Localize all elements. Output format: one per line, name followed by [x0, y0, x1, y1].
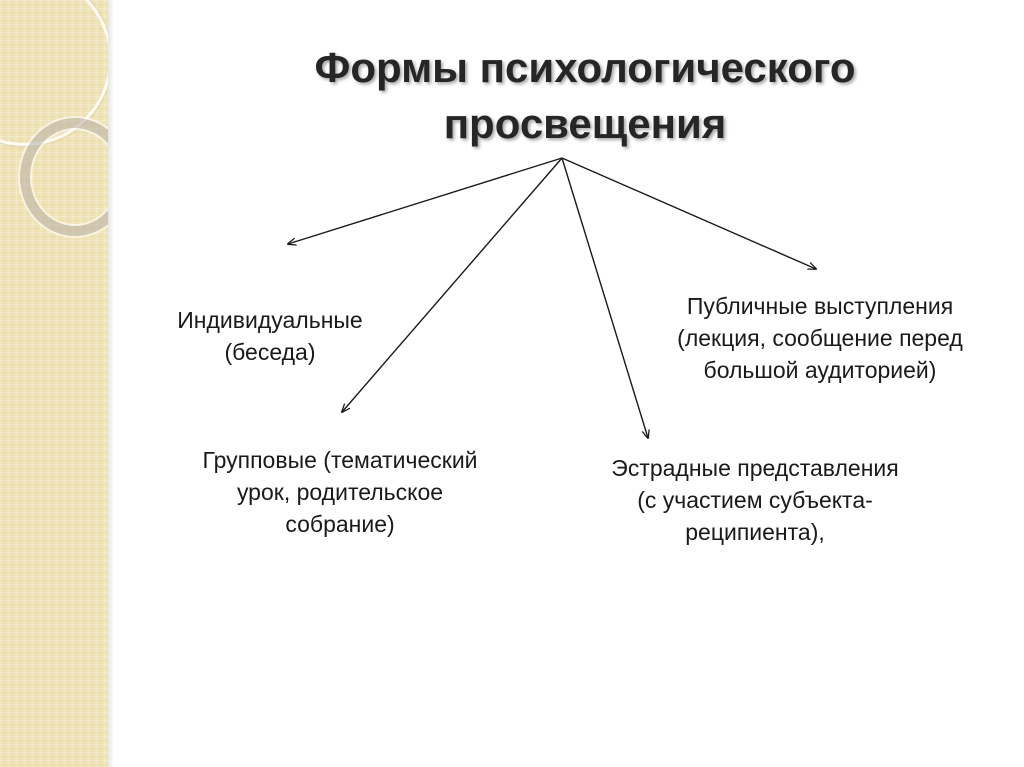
node-group-line-3: собрание) [285, 511, 395, 537]
decorative-ring-small [20, 118, 108, 236]
arrow-to-individual [288, 157, 563, 244]
node-estrada-line-1: Эстрадные представления [611, 455, 899, 481]
arrow-to-group [342, 157, 563, 412]
node-estrada: Эстрадные представления (с участием субъ… [575, 452, 935, 548]
slide-title-line-2: просвещения [443, 100, 727, 147]
node-group-line-2: урок, родительское [236, 479, 444, 505]
node-individual-line-2: (беседа) [224, 339, 316, 365]
node-individual-line-1: Индивидуальные [177, 307, 363, 333]
node-public: Публичные выступления (лекция, сообщение… [620, 290, 1020, 386]
node-estrada-line-3: реципиента), [685, 519, 825, 545]
node-estrada-line-2: (с участием субъекта- [637, 487, 873, 513]
arrow-to-public [561, 157, 816, 269]
slide-title-line-1: Формы психологического [314, 44, 856, 91]
node-public-line-1: Публичные выступления [686, 293, 954, 319]
node-group-line-1: Групповые (тематический [202, 447, 478, 473]
node-group: Групповые (тематический урок, родительск… [150, 444, 530, 540]
node-individual: Индивидуальные (беседа) [140, 304, 400, 368]
side-band-shadow [108, 0, 114, 767]
node-public-line-2: (лекция, сообщение перед [677, 325, 963, 351]
decorative-side-band [0, 0, 108, 767]
node-public-line-3: большой аудиторией) [703, 357, 937, 383]
arrow-to-estrada [561, 157, 648, 438]
slide-title: Формы психологического просвещения [200, 40, 970, 152]
